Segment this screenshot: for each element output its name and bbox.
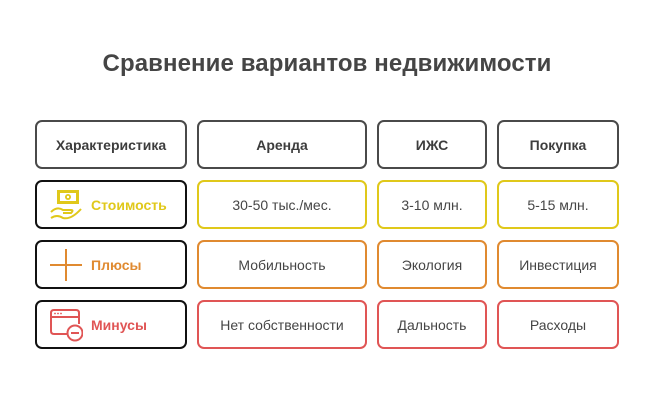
row-label-plus: Плюсы	[35, 240, 187, 289]
minus-purchase: Расходы	[497, 300, 619, 349]
plus-purchase: Инвестиция	[497, 240, 619, 289]
page-title: Сравнение вариантов недвижимости	[102, 50, 552, 77]
row-label-minus: Минусы	[35, 300, 187, 349]
row-label-cost-text: Стоимость	[91, 196, 167, 213]
header-rent: Аренда	[197, 120, 367, 169]
minus-rent: Нет собственности	[197, 300, 367, 349]
plus-icon	[49, 248, 83, 282]
header-characteristic: Характеристика	[35, 120, 187, 169]
cost-rent: 30-50 тыс./мес.	[197, 180, 367, 229]
row-label-minus-text: Минусы	[91, 316, 147, 333]
header-purchase: Покупка	[497, 120, 619, 169]
row-label-plus-text: Плюсы	[91, 256, 142, 273]
plus-izhs: Экология	[377, 240, 487, 289]
cost-purchase: 5-15 млн.	[497, 180, 619, 229]
cost-izhs: 3-10 млн.	[377, 180, 487, 229]
minus-izhs: Дальность	[377, 300, 487, 349]
window-minus-icon	[49, 308, 83, 342]
row-label-cost: Стоимость	[35, 180, 187, 229]
plus-rent: Мобильность	[197, 240, 367, 289]
money-hand-icon	[49, 188, 83, 222]
header-izhs: ИЖС	[377, 120, 487, 169]
